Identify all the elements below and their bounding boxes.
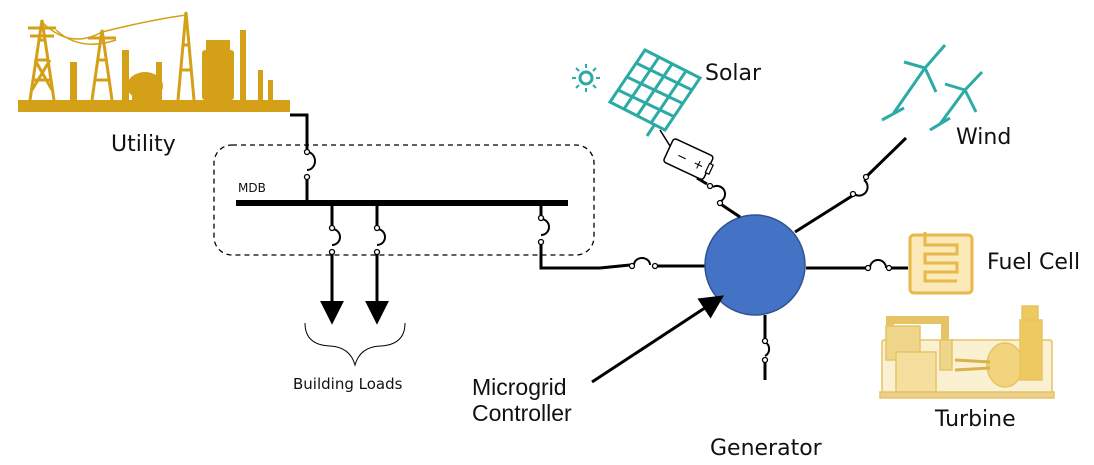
generator-feeder <box>763 315 771 380</box>
mdb-label: MDB <box>238 181 266 195</box>
building-loads-brace <box>304 322 406 367</box>
load-feeder-2 <box>365 203 389 325</box>
utility-label: Utility <box>111 132 176 157</box>
controller-arrow <box>591 295 725 384</box>
turbine-label: Turbine <box>935 407 1016 432</box>
load-feeder-1 <box>320 203 344 325</box>
utility-icon <box>18 11 290 112</box>
microgrid-feeder <box>539 203 706 270</box>
wind-label: Wind <box>956 125 1012 150</box>
fuel-cell-feeder <box>806 259 908 270</box>
solar-panel-icon <box>572 48 703 137</box>
generator-label: Generator <box>710 436 822 461</box>
fuel-cell-icon <box>908 232 974 295</box>
mdb-enclosure <box>213 144 595 256</box>
building-loads-label: Building Loads <box>293 375 403 393</box>
controller-label: Microgrid Controller <box>472 374 572 427</box>
microgrid-hub <box>704 214 806 316</box>
wind-turbine-icon <box>881 44 984 132</box>
turbine-icon <box>879 305 1055 399</box>
wind-feeder <box>794 136 908 234</box>
battery-icon: − + <box>663 138 714 180</box>
utility-feeder <box>290 113 316 203</box>
solar-label: Solar <box>705 61 762 86</box>
controller-label-line2: Controller <box>472 400 572 427</box>
controller-label-line1: Microgrid <box>472 374 567 400</box>
fuel-cell-label: Fuel Cell <box>987 250 1081 275</box>
solar-feeder <box>696 176 741 219</box>
